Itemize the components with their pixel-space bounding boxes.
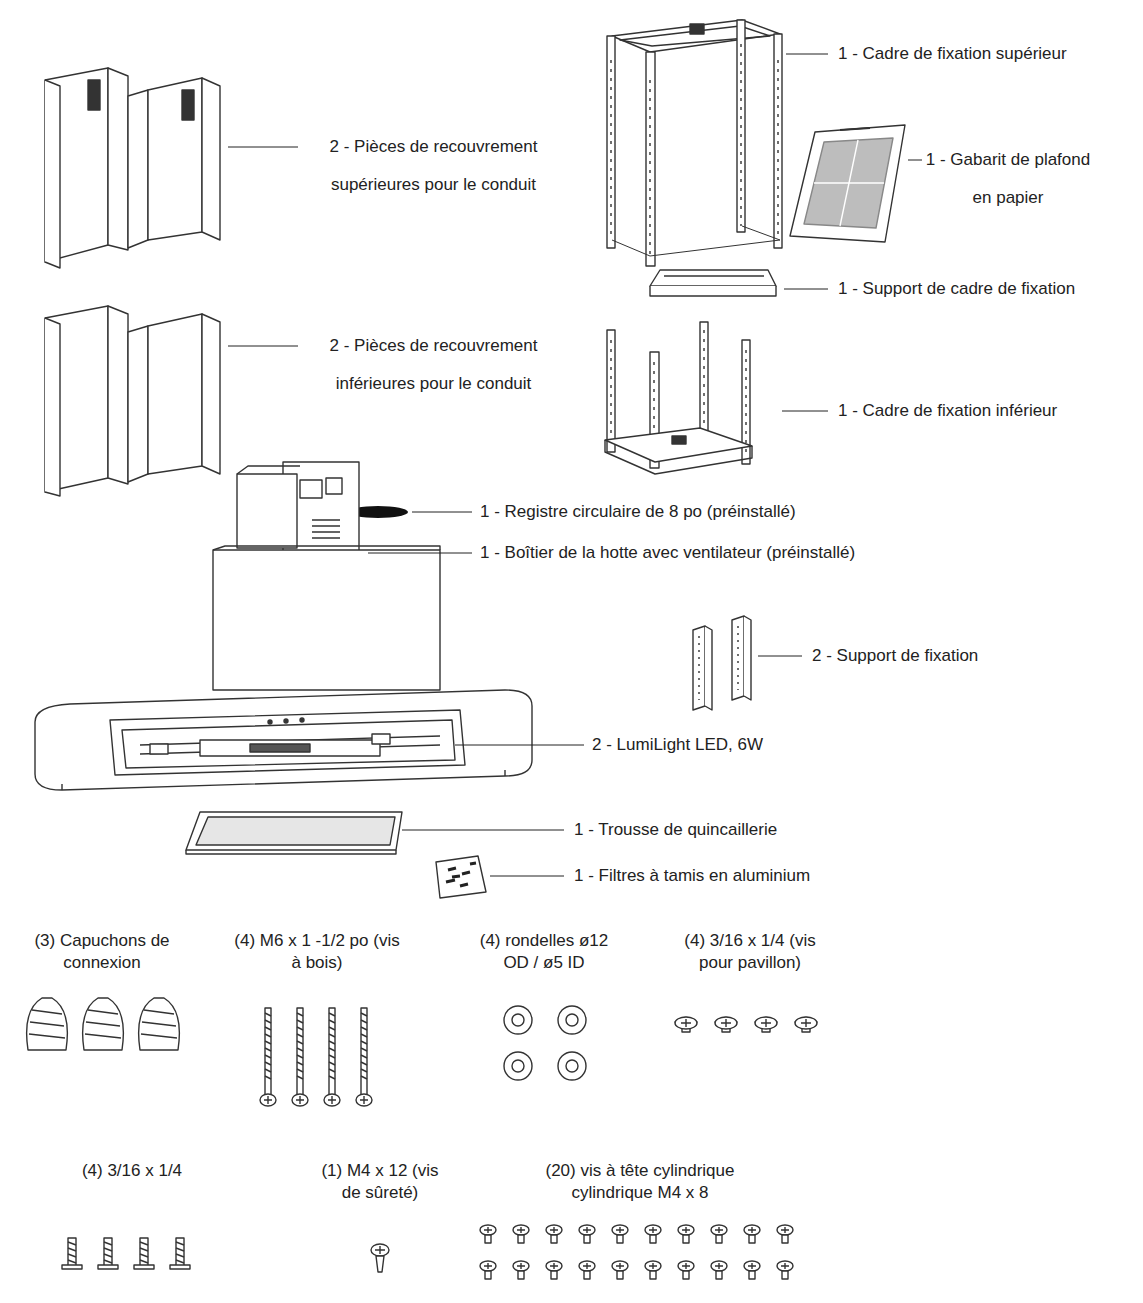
lower-mounting-frame (605, 322, 752, 474)
part-label: 1 - Gabarit de plafond en papier (922, 141, 1094, 217)
pan-head-screw (675, 1017, 817, 1032)
upper-duct-cover (45, 68, 220, 268)
part-label: (4) rondelles ø12 OD / ø5 ID (474, 930, 614, 974)
wood-screw (260, 1008, 372, 1106)
part-label: 1 - Boîtier de la hotte avec ventilateur… (480, 542, 1080, 564)
safety-screw (371, 1244, 389, 1272)
part-label: (4) 3/16 x 1/4 (62, 1160, 202, 1182)
part-label: 1 - Cadre de fixation inférieur (838, 400, 1138, 422)
part-label: 2 - Support de fixation (812, 645, 1112, 667)
leader-line (228, 54, 922, 876)
part-label: 2 - Pièces de recouvrement inférieures p… (296, 327, 571, 403)
part-label: 1 - Registre circulaire de 8 po (préinst… (480, 501, 1080, 523)
part-label: 1 - Trousse de quincaillerie (574, 819, 874, 841)
part-label: (4) 3/16 x 1/4 (vis pour pavillon) (670, 930, 830, 974)
mounting-bracket (693, 616, 751, 710)
cylinder-head-screw (480, 1225, 793, 1279)
hood-body (35, 462, 532, 790)
short-screw (62, 1238, 190, 1269)
ceiling-template (790, 125, 905, 242)
part-label: 1 - Support de cadre de fixation (838, 278, 1138, 300)
part-label: (20) vis à tête cylindrique cylindrique … (520, 1160, 760, 1204)
part-label: 2 - Pièces de recouvrement supérieures p… (296, 128, 571, 204)
upper-mounting-frame (607, 20, 782, 266)
frame-support-tray (650, 270, 776, 296)
lower-duct-cover (45, 306, 220, 496)
part-label: 1 - Cadre de fixation supérieur (838, 43, 1138, 65)
part-label: 2 - LumiLight LED, 6W (592, 734, 892, 756)
washer (504, 1006, 586, 1080)
part-label: (3) Capuchons de connexion (22, 930, 182, 974)
mesh-filter (186, 812, 402, 854)
part-label: (4) M6 x 1 -1/2 po (vis à bois) (232, 930, 402, 974)
part-label: 1 - Filtres à tamis en aluminium (574, 865, 914, 887)
hardware-bag (436, 856, 486, 898)
wire-cap (27, 998, 180, 1050)
part-label: (1) M4 x 12 (vis de sûreté) (312, 1160, 448, 1204)
